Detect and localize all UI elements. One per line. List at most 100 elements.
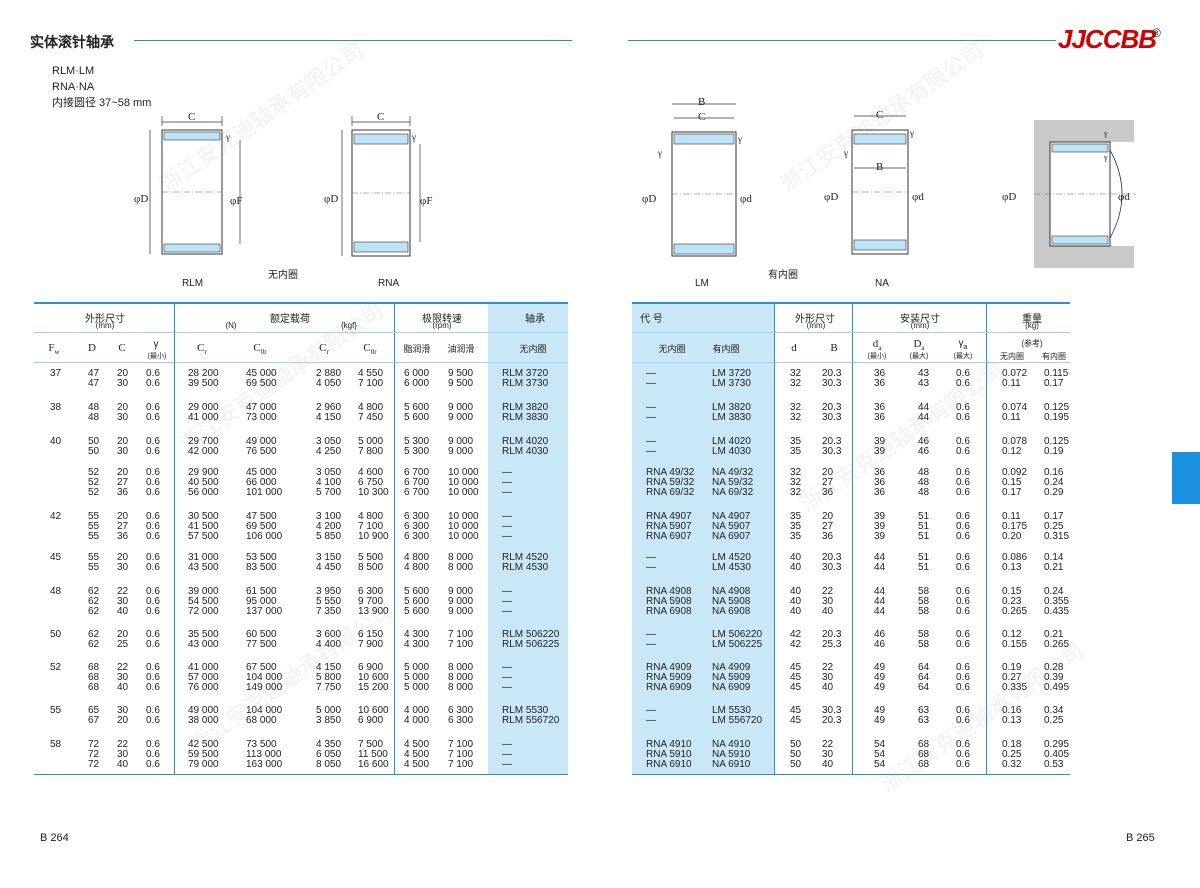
head-divider <box>632 332 1070 333</box>
table-cell-Da: 58 58 <box>918 629 930 650</box>
table-cell-Da: 46 46 <box>918 436 930 457</box>
table-cell-g: 6 700 6 700 6 700 <box>404 467 430 498</box>
table-cell-cr: 35 500 43 000 <box>188 629 219 650</box>
table-cell-c0r: 47 500 69 500 106 000 <box>246 511 283 542</box>
figure-label-rlm: RLM <box>182 278 204 289</box>
head-cr-kgf-sub: r <box>326 348 329 357</box>
head-ref: (参考) <box>1021 339 1043 348</box>
lm-diagram: B C φD φd γ γ <box>642 96 752 257</box>
table-cell-m2: 0.24 0.355 0.435 <box>1044 586 1070 617</box>
table-cell-r: 0.6 0.6 <box>146 436 160 457</box>
table-cell-da: 36 36 36 <box>874 467 886 498</box>
head-Da-max: (最大) <box>909 353 929 360</box>
table-cell-da: 39 39 39 <box>874 511 886 542</box>
head-dims: 外形尺寸 <box>85 314 125 325</box>
figure-label-with-inner: 有内圈 <box>768 270 798 281</box>
table-cell-fw: 45 <box>50 552 62 563</box>
head-mount: 安装尺寸 <box>900 314 940 325</box>
table-cell-w: NA 49/32 NA 59/32 NA 69/32 <box>712 467 754 498</box>
table-cell-Da: 43 43 <box>918 368 930 389</box>
table-cell-C: 20 30 <box>117 552 129 573</box>
table-cell-g: 4 500 4 500 4 500 <box>404 739 430 770</box>
table-cell-b: — — — <box>502 467 512 498</box>
svg-text:φD: φD <box>324 193 338 205</box>
head-da-sub: a <box>878 344 882 353</box>
table-cell-c0r_k: 5 500 8 500 <box>358 552 384 573</box>
table-cell-w: LM 506220 LM 506225 <box>712 629 763 650</box>
table-cell-c0r_k: 7 500 11 500 16 600 <box>358 739 389 770</box>
col-divider <box>774 304 775 774</box>
title-rule <box>134 40 572 41</box>
table-cell-d: 45 45 <box>790 705 802 726</box>
table-cell-D: 65 67 <box>88 705 100 726</box>
table-cell-cr_k: 2 960 4 150 <box>316 402 342 423</box>
na-diagram: C B φD φd γ γ <box>824 109 924 255</box>
table-cell-fw: 50 <box>50 629 62 640</box>
table-cell-c0r_k: 5 000 7 800 <box>358 436 384 457</box>
head-Da-sub: a <box>921 344 925 353</box>
table-cell-o: 9 000 9 000 9 000 <box>448 586 474 617</box>
table-cell-cr_k: 5 000 3 850 <box>316 705 342 726</box>
col-divider <box>394 304 395 774</box>
head-cr-kgf-label: C <box>319 342 327 354</box>
table-cell-d: 32 32 <box>790 368 802 389</box>
svg-text:φD: φD <box>642 193 656 205</box>
head-dims-unit: (mm) <box>806 321 826 330</box>
figure-label-no-inner: 无内圈 <box>268 270 298 281</box>
table-cell-r: 0.6 0.6 <box>146 402 160 423</box>
figure-label-lm: LM <box>695 278 709 289</box>
table-cell-D: 62 62 62 <box>88 586 100 617</box>
table-cell-b: RLM 3720 RLM 3730 <box>502 368 549 389</box>
table-cell-d: 50 50 50 <box>790 739 802 770</box>
table-cell-n: — — <box>646 368 656 389</box>
rna-diagram: C φD φF γ <box>324 111 432 257</box>
registered-mark: ® <box>1152 26 1161 40</box>
head-divider <box>34 362 568 363</box>
table-cell-o: 7 100 7 100 7 100 <box>448 739 474 770</box>
table-cell-cr_k: 3 150 4 450 <box>316 552 342 573</box>
svg-text:B: B <box>876 161 883 173</box>
table-cell-w: NA 4909 NA 5909 NA 6909 <box>712 662 751 693</box>
head-with-inner: 有内圈 <box>1042 352 1066 361</box>
head-c: C <box>118 342 126 354</box>
table-cell-cr: 29 700 42 000 <box>188 436 219 457</box>
table-cell-cr_k: 3 050 4 100 5 700 <box>316 467 342 498</box>
table-cell-c0r: 61 500 95 000 137 000 <box>246 586 283 617</box>
head-cr-kgf: Cr <box>314 342 334 356</box>
head-no-inner: 无内圈 <box>1000 352 1024 361</box>
table-cell-o: 9 500 9 500 <box>448 368 474 389</box>
table-cell-d: 32 32 <box>790 402 802 423</box>
table-cell-B: 22 30 40 <box>822 586 834 617</box>
table-cell-c0r_k: 4 600 6 750 10 300 <box>358 467 389 498</box>
head-c0r-kgf-label: C <box>363 342 371 354</box>
table-cell-c0r_k: 4 800 7 100 10 900 <box>358 511 389 542</box>
table-cell-c0r: 47 000 73 000 <box>246 402 277 423</box>
table-cell-cr: 42 500 59 500 79 000 <box>188 739 219 770</box>
table-cell-m1: 0.072 0.11 <box>1002 368 1028 389</box>
table-cell-o: 8 000 8 000 8 000 <box>448 662 474 693</box>
table-cell-d: 35 35 <box>790 436 802 457</box>
table-cell-n: — — <box>646 629 656 650</box>
svg-text:γ: γ <box>1103 153 1108 162</box>
head-Da: Da <box>908 338 930 352</box>
table-cell-r: 0.6 0.6 0.6 <box>146 467 160 498</box>
table-cell-n: RNA 4907 RNA 5907 RNA 6907 <box>646 511 692 542</box>
table-cell-r: 0.6 0.6 0.6 <box>146 586 160 617</box>
table-cell-m1: 0.19 0.27 0.335 <box>1002 662 1028 693</box>
table-cell-ra: 0.6 0.6 0.6 <box>956 662 970 693</box>
head-b: B <box>830 342 838 354</box>
head-ra: γa <box>952 338 974 351</box>
head-c0r-sub: 0r <box>260 348 267 357</box>
table-cell-r: 0.6 0.6 0.6 <box>146 739 160 770</box>
head-c0r-kgf: C0r <box>358 342 382 356</box>
figure-label-rna: RNA <box>378 278 400 289</box>
table-cell-B: 20.3 30.3 <box>822 436 842 457</box>
table-cell-fw: 58 <box>50 739 62 750</box>
head-divider <box>34 332 568 333</box>
table-cell-c0r: 73 500 113 000 163 000 <box>246 739 283 770</box>
table-cell-b: RLM 4520 RLM 4530 <box>502 552 549 573</box>
table-cell-ra: 0.6 0.6 <box>956 368 970 389</box>
table-cell-c0r: 60 500 77 500 <box>246 629 277 650</box>
svg-text:γ: γ <box>225 132 230 142</box>
table-cell-B: 22 30 40 <box>822 662 834 693</box>
